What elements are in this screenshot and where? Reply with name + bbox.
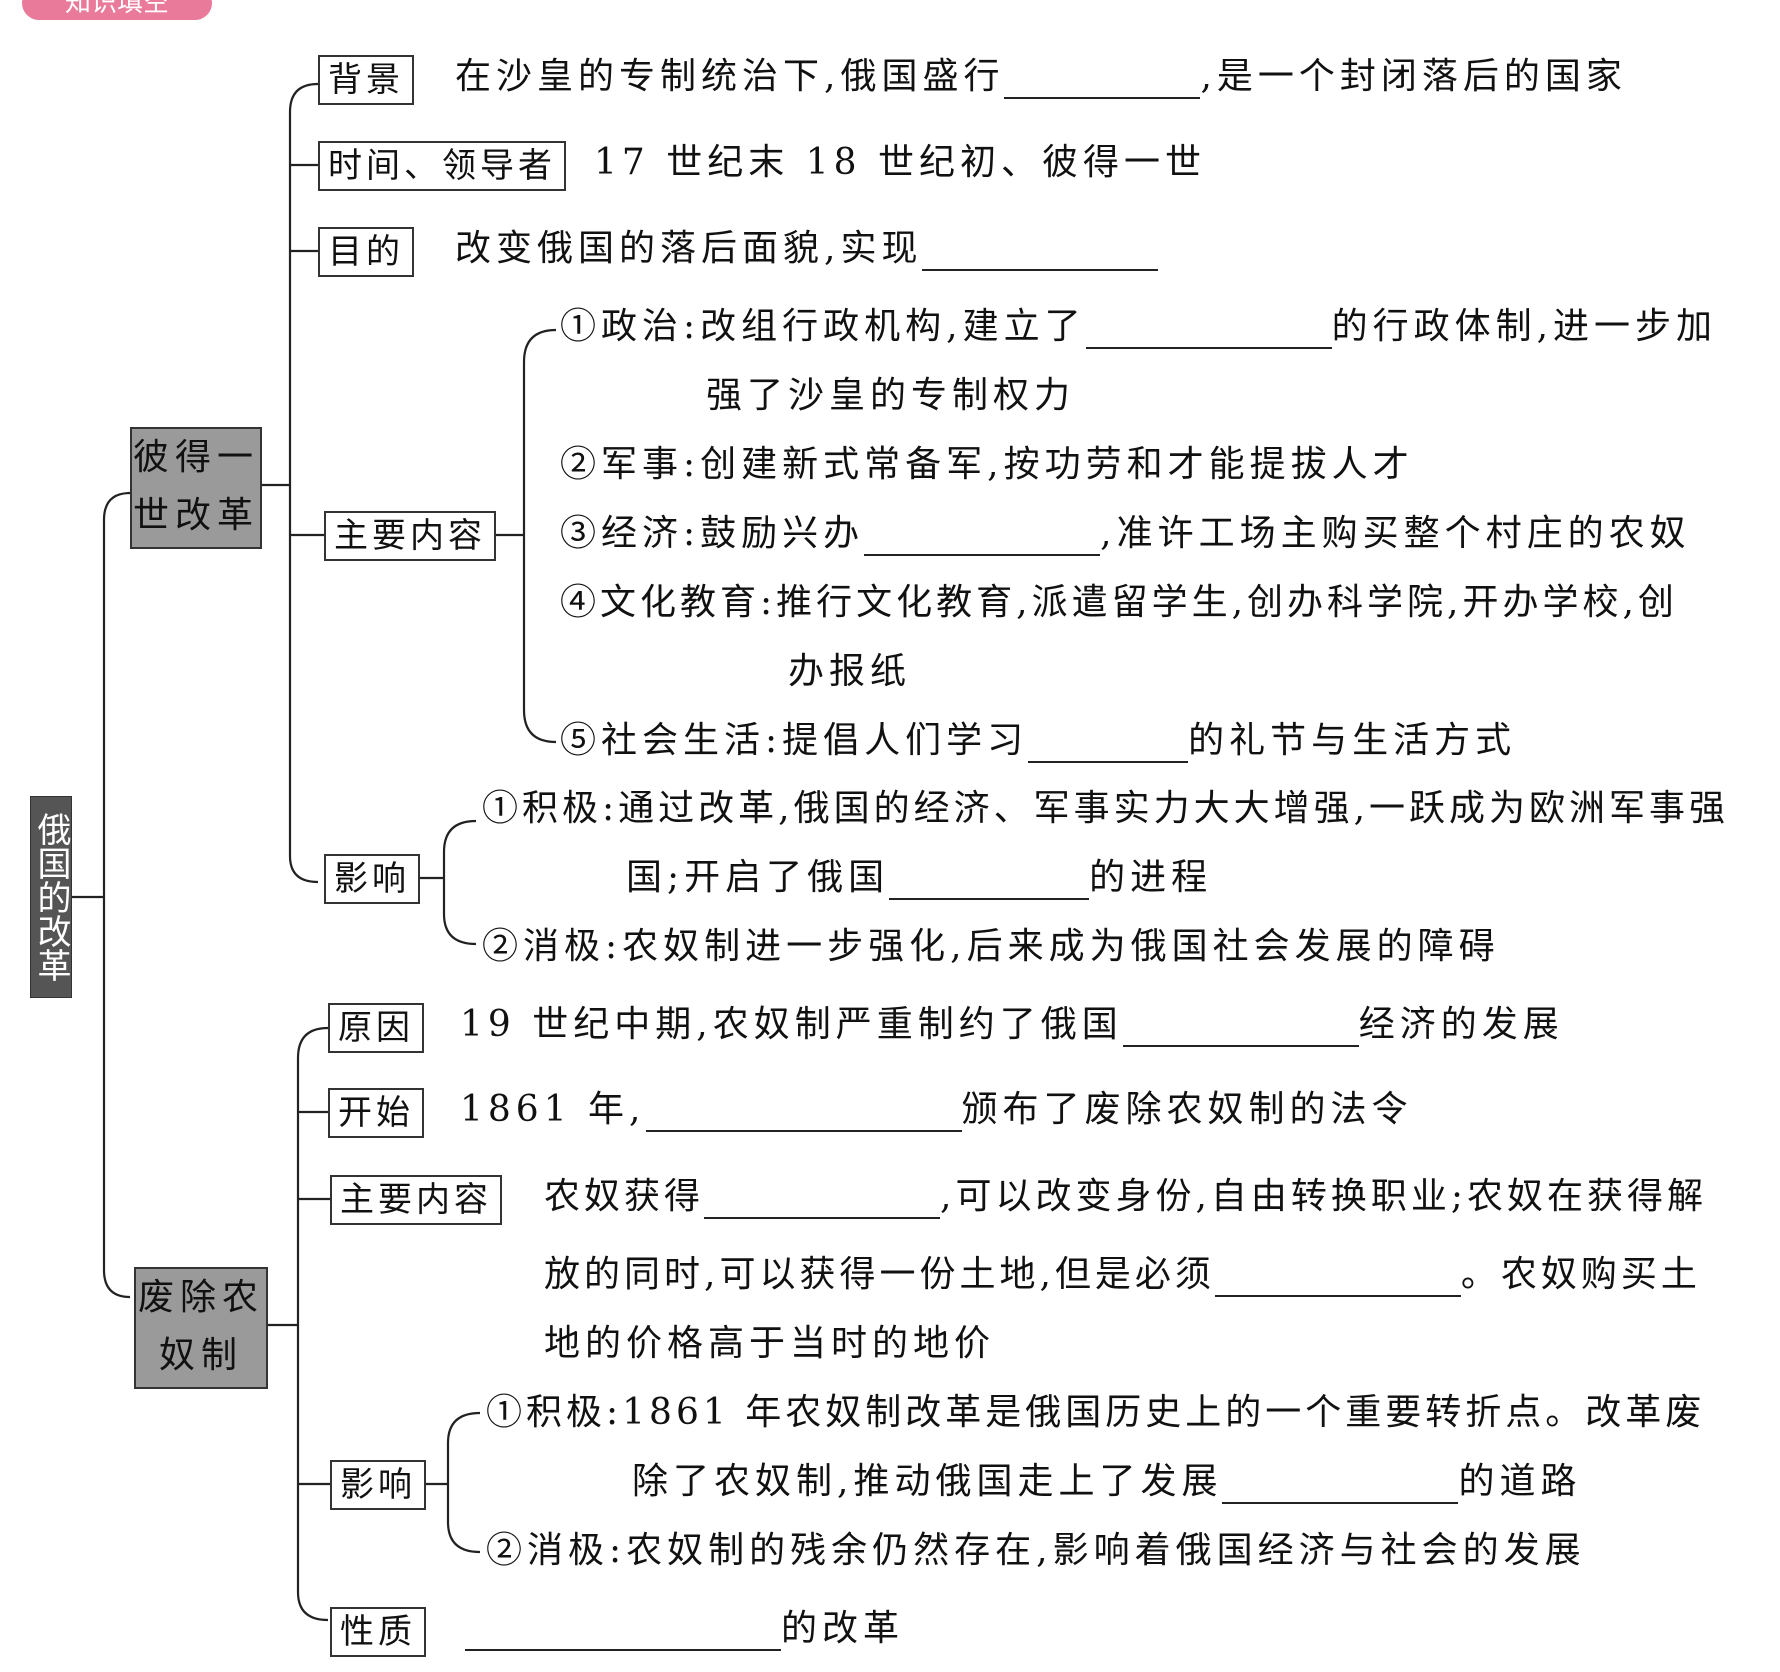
peter-reform-node: 彼得一 世改革: [130, 427, 262, 549]
label-serf-content: 主要内容: [330, 1175, 502, 1225]
peter-title-line2: 世改革: [132, 495, 259, 536]
content-military: ②军事:创建新式常备军,按功劳和才能提拔人才: [560, 444, 1414, 485]
content-politics: ①政治:改组行政机构,建立了 的行政体制,进一步加: [560, 305, 1717, 349]
label-peter-impact: 影响: [324, 854, 420, 904]
peter-impact-bracket: [442, 819, 477, 946]
label-time-leader: 时间、领导者: [318, 141, 566, 191]
content-economy: ③经济:鼓励兴办 ,准许工场主购买整个村庄的农奴: [560, 512, 1691, 556]
reason-line: 19 世纪中期,农奴制严重制约了俄国 经济的发展: [460, 1003, 1564, 1047]
peter-impact-text-c: 的进程: [1089, 857, 1213, 898]
serf-impact-positive-cont: 除了农奴制,推动俄国走上了发展 的道路: [632, 1460, 1581, 1504]
blank-reason[interactable]: [1122, 1007, 1359, 1047]
serf-impact-text-c: 的道路: [1458, 1461, 1582, 1502]
serf-content-line1: 农奴获得 ,可以改变身份,自由转换职业;农奴在获得解: [544, 1175, 1707, 1219]
content-politics-cont: 强了沙皇的专制权力: [706, 375, 1076, 416]
root-node: 俄国的改革: [30, 796, 72, 998]
reason-text-b: 经济的发展: [1358, 1004, 1564, 1045]
peter-title-line1: 彼得一: [132, 437, 259, 478]
serf-content-text-b: ,可以改变身份,自由转换职业;农奴在获得解: [940, 1176, 1708, 1217]
background-line: 在沙皇的专制统治下,俄国盛行 ,是一个封闭落后的国家: [455, 55, 1627, 99]
blank-background[interactable]: [1004, 59, 1201, 99]
blank-purpose[interactable]: [922, 231, 1159, 271]
label-serf-impact: 影响: [330, 1460, 426, 1510]
serf-title-line1: 废除农: [137, 1277, 264, 1318]
header-badge: 知识填空: [22, 0, 212, 20]
serf-impact-positive: ①积极:1861 年农奴制改革是俄国历史上的一个重要转折点。改革废: [486, 1392, 1706, 1433]
content-bracket: [522, 328, 557, 744]
reason-text-a: 19 世纪中期,农奴制严重制约了俄国: [460, 1004, 1123, 1045]
nature-text-b: 的改革: [781, 1608, 905, 1649]
serf-content-text-d: 。农奴购买土: [1460, 1254, 1701, 1295]
serf-content-line2: 放的同时,可以获得一份土地,但是必须 。农奴购买土: [544, 1253, 1701, 1297]
serf-impact-text-b: 除了农奴制,推动俄国走上了发展: [632, 1461, 1223, 1502]
label-reason: 原因: [328, 1003, 424, 1053]
start-text-a: 1861 年,: [460, 1089, 646, 1130]
social-text-a: ⑤社会生活:提倡人们学习: [560, 720, 1029, 761]
blank-start[interactable]: [645, 1092, 962, 1132]
label-purpose: 目的: [318, 227, 414, 277]
peter-bracket: [288, 82, 319, 884]
blank-peter-impact[interactable]: [889, 860, 1090, 900]
economy-text-b: ,准许工场主购买整个村庄的农奴: [1100, 513, 1691, 554]
blank-serf-content-2[interactable]: [1214, 1257, 1461, 1297]
peter-impact-text-b: 国;开启了俄国: [626, 857, 890, 898]
serf-title-line2: 奴制: [158, 1335, 243, 1376]
economy-text-a: ③经济:鼓励兴办: [560, 513, 865, 554]
peter-impact-negative: ②消极:农奴制进一步强化,后来成为俄国社会发展的障碍: [482, 926, 1500, 967]
serf-content-text-a: 农奴获得: [544, 1176, 705, 1217]
serf-content-line3: 地的价格高于当时的地价: [544, 1323, 996, 1364]
serf-content-text-c: 放的同时,可以获得一份土地,但是必须: [544, 1254, 1215, 1295]
politics-text-a: ①政治:改组行政机构,建立了: [560, 306, 1086, 347]
background-text-a: 在沙皇的专制统治下,俄国盛行: [455, 56, 1005, 97]
peter-impact-positive: ①积极:通过改革,俄国的经济、军事实力大大增强,一跃成为欧洲军事强: [482, 788, 1730, 829]
serf-impact-negative: ②消极:农奴制的残余仍然存在,影响着俄国经济与社会的发展: [486, 1530, 1586, 1571]
serfdom-reform-node: 废除农 奴制: [134, 1267, 268, 1389]
blank-politics[interactable]: [1085, 309, 1332, 349]
content-culture: ④文化教育:推行文化教育,派遣留学生,创办科学院,开办学校,创: [560, 582, 1678, 623]
blank-social[interactable]: [1028, 723, 1189, 763]
blank-nature[interactable]: [465, 1611, 781, 1651]
purpose-text: 改变俄国的落后面貌,实现: [455, 228, 923, 269]
peter-impact-positive-cont: 国;开启了俄国 的进程: [626, 856, 1212, 900]
blank-economy[interactable]: [864, 516, 1101, 556]
start-line: 1861 年, 颁布了废除农奴制的法令: [460, 1088, 1413, 1132]
label-main-content: 主要内容: [324, 511, 496, 561]
time-leader-text: 17 世纪末 18 世纪初、彼得一世: [594, 142, 1206, 183]
social-text-b: 的礼节与生活方式: [1188, 720, 1517, 761]
blank-serf-impact[interactable]: [1222, 1464, 1459, 1504]
purpose-line: 改变俄国的落后面貌,实现: [455, 227, 1159, 271]
nature-line: 的改革: [465, 1607, 904, 1651]
politics-text-b: 的行政体制,进一步加: [1331, 306, 1718, 347]
content-social: ⑤社会生活:提倡人们学习 的礼节与生活方式: [560, 719, 1516, 763]
blank-serf-content-1[interactable]: [704, 1179, 941, 1219]
content-culture-cont: 办报纸: [788, 651, 912, 692]
label-start: 开始: [328, 1088, 424, 1138]
label-nature: 性质: [330, 1607, 426, 1657]
root-bracket: [102, 491, 131, 1299]
start-text-b: 颁布了废除农奴制的法令: [961, 1089, 1413, 1130]
serf-impact-bracket: [446, 1411, 481, 1554]
serf-bracket: [296, 1026, 329, 1622]
label-background: 背景: [318, 55, 414, 105]
background-text-b: ,是一个封闭落后的国家: [1200, 56, 1627, 97]
